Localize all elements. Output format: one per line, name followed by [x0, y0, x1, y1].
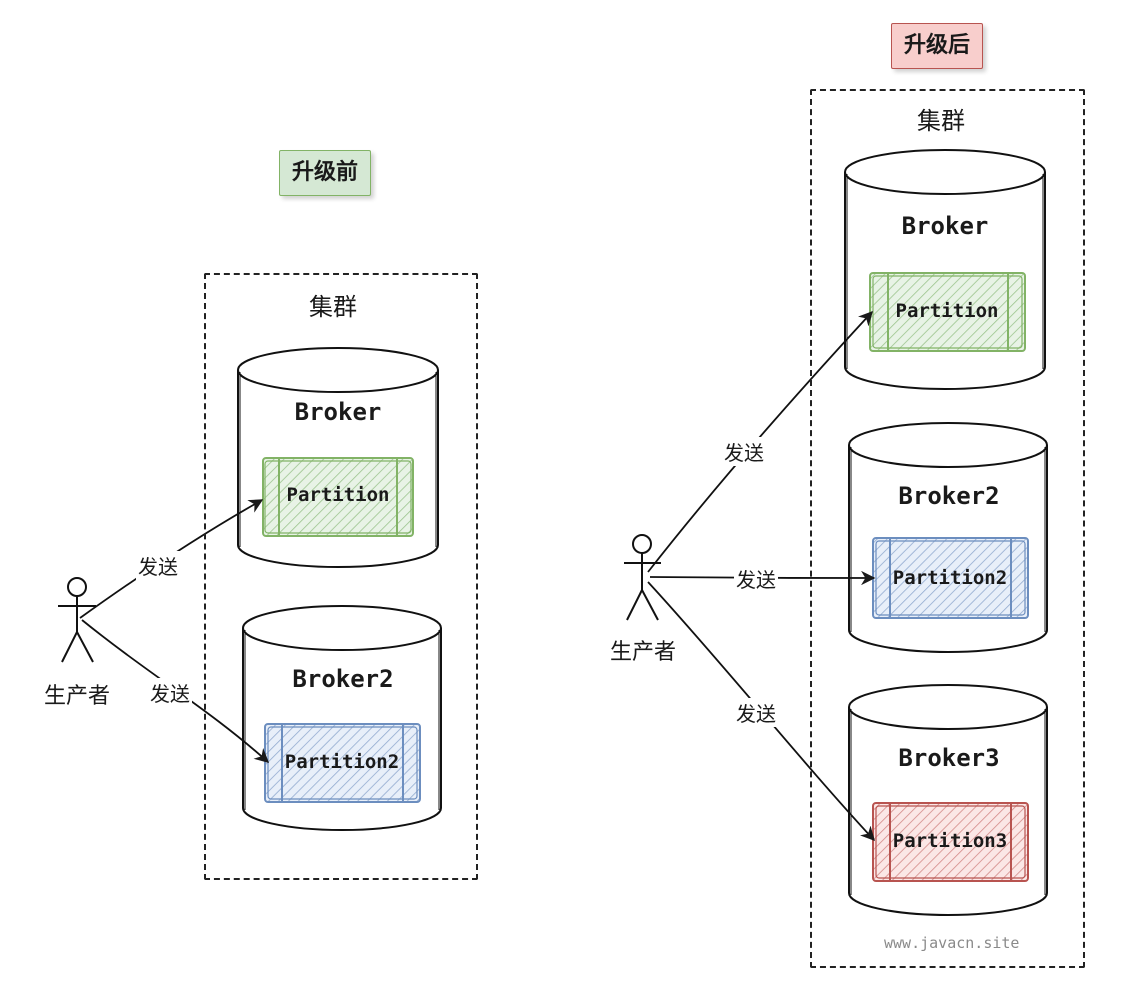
partition2-label: Partition2: [284, 751, 400, 773]
send-label-right-3: 发送: [734, 698, 778, 727]
partition3-label-right: Partition3: [892, 830, 1008, 852]
send-arrow-right-1: [647, 310, 873, 573]
broker-title: Broker: [294, 398, 382, 426]
partition-label: Partition: [286, 484, 390, 506]
send-label-right-1: 发送: [722, 437, 766, 466]
producer-label-left: 生产者: [44, 684, 111, 709]
partition-box-green-right: [869, 272, 1026, 352]
partition-box-green: [262, 457, 414, 537]
send-label-left-2: 发送: [148, 678, 192, 707]
send-label-left-1: 发送: [136, 551, 180, 580]
cluster-label-left: 集群: [309, 293, 357, 321]
cluster-container-right: [810, 89, 1085, 968]
broker2-title-right: Broker2: [898, 482, 1000, 510]
partition2-box-blue: [264, 723, 421, 803]
cluster-label-right: 集群: [917, 107, 965, 135]
partition3-box-red-right: [872, 802, 1029, 882]
broker3-title-right: Broker3: [898, 744, 1000, 772]
partition-label-right: Partition: [895, 300, 999, 322]
watermark: www.javacn.site: [884, 934, 1020, 952]
producer-label-right: 生产者: [610, 640, 677, 665]
producer-actor-left: [58, 577, 96, 663]
cluster-container-left: [204, 273, 478, 880]
before-upgrade-badge: 升级前: [279, 150, 372, 196]
send-label-right-2: 发送: [734, 564, 778, 593]
broker2-title: Broker2: [292, 665, 394, 693]
partition2-label-right: Partition2: [892, 567, 1008, 589]
after-upgrade-badge: 升级后: [891, 23, 984, 69]
broker-title-right: Broker: [901, 212, 989, 240]
